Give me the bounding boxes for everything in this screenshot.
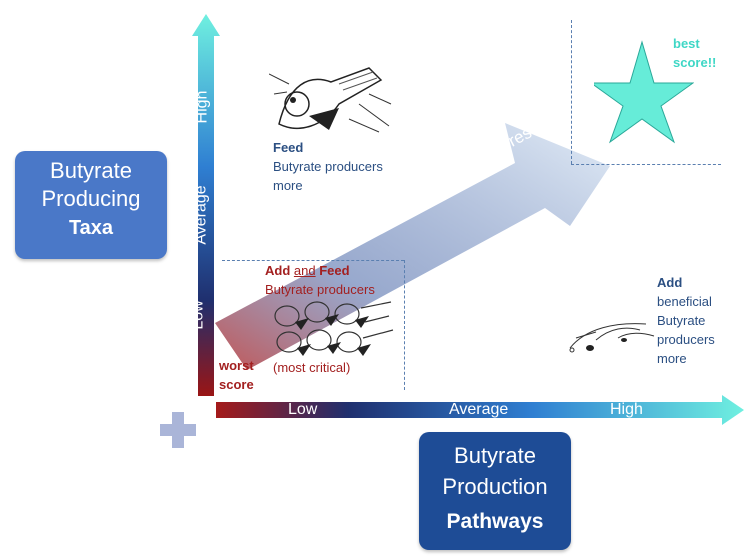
add-feed-title: Add and Feed — [265, 261, 375, 280]
x-tick-average: Average — [449, 401, 509, 418]
add-feed-note: Add and Feed Butyrate producers — [265, 261, 375, 299]
x-tick-low: Low — [288, 401, 318, 418]
add-line1: beneficial — [657, 294, 712, 309]
x-tick-high: High — [610, 401, 643, 418]
x-box-line2: Production — [442, 473, 548, 499]
add-line2: Butyrate — [657, 313, 706, 328]
x-axis-title-box: Butyrate Production Pathways — [419, 432, 571, 550]
y-tick-low: Low — [189, 300, 207, 330]
feed-line1: Butyrate producers — [273, 159, 383, 174]
worst-quadrant-vline — [404, 260, 405, 390]
best-line2: score!! — [673, 55, 717, 70]
feed-note: Feed Butyrate producers more — [273, 138, 383, 195]
add-line4: more — [657, 351, 687, 366]
x-axis-arrow — [216, 395, 744, 425]
worst-line2: score — [219, 377, 254, 392]
worst-line1: worst — [219, 358, 254, 373]
add-feed-line1: Butyrate producers — [265, 282, 375, 297]
add-line3: producers — [657, 332, 715, 347]
y-box-line3: Taxa — [68, 217, 114, 239]
y-axis-arrow — [192, 14, 220, 396]
add-note: Add beneficial Butyrate producers more — [657, 273, 715, 368]
plus-icon — [160, 412, 196, 448]
add-feed-feed: Feed — [319, 263, 350, 278]
y-tick-average: Average — [192, 185, 210, 245]
star-icon — [594, 40, 694, 144]
add-sketch-icon — [569, 323, 655, 353]
feed-title: Feed — [273, 140, 304, 155]
improve-arrow — [215, 123, 610, 370]
y-box-line1: Butyrate — [50, 158, 132, 183]
x-box-line1: Butyrate — [454, 443, 536, 468]
feed-sketch-icon — [269, 64, 393, 134]
y-tick-high: High — [193, 90, 211, 124]
feed-line2: more — [273, 178, 303, 193]
add-feed-sketch-icon — [274, 301, 394, 356]
add-feed-add: Add — [265, 263, 291, 278]
best-quadrant-hline — [571, 164, 721, 165]
worst-score-label: worst score — [219, 356, 254, 394]
best-score-label: best score!! — [673, 34, 716, 72]
y-box-line2: Producing — [41, 185, 141, 211]
add-feed-critical: (most critical) — [273, 360, 351, 375]
add-title: Add — [657, 275, 683, 290]
best-line1: best — [673, 36, 700, 51]
worst-quadrant-hline — [222, 260, 404, 261]
x-box-line3: Pathways — [446, 510, 544, 533]
y-axis-title-box: Butyrate Producing Taxa — [15, 151, 167, 259]
add-feed-and: and — [293, 263, 316, 278]
best-quadrant-vline — [571, 20, 572, 164]
